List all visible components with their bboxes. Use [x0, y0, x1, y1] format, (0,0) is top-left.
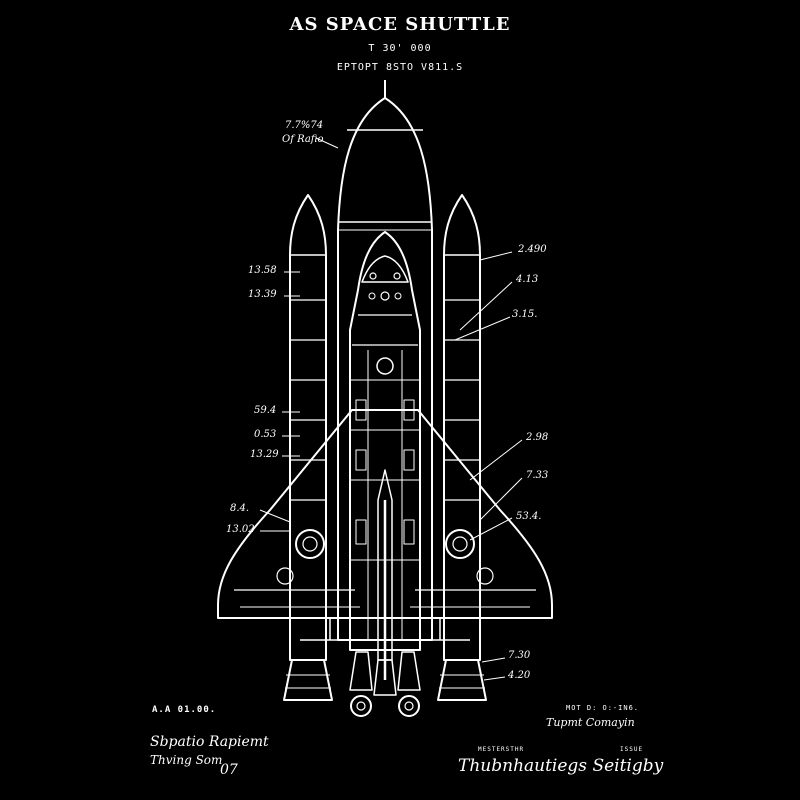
left-wheel: [350, 695, 372, 717]
right-label-2: 4.13: [516, 274, 539, 285]
right-label-7: 7.30: [508, 650, 531, 661]
left-label-7: 13.02: [226, 524, 255, 535]
cockpit-outline: [361, 255, 409, 283]
footer-right-signature-small: Tupmt Comayin: [546, 716, 635, 729]
right-label-5: 7.33: [526, 470, 549, 481]
header-line-2: EPTOPT 8STO V811.S: [336, 62, 464, 73]
footer-right-code: MOT D: O:-IN6.: [566, 704, 640, 712]
top-note-line1: 7.7%74: [285, 120, 324, 131]
right-booster-nozzle: [437, 659, 487, 701]
right-wheel: [398, 695, 420, 717]
left-label-4: 0.53: [254, 429, 277, 440]
right-oms-pod: [445, 529, 475, 559]
right-label-1: 2.490: [518, 244, 547, 255]
footer-left-code: A.A 01.00.: [152, 705, 217, 715]
header-line-1: T 30' 000: [368, 43, 432, 54]
footer-right-caption-a: MESTERSTHR: [478, 746, 525, 753]
vertical-tail: [377, 469, 393, 661]
orbiter-wings: [217, 409, 553, 619]
left-label-2: 13.39: [248, 289, 277, 300]
footer-left-signature-2: Thving Som: [150, 753, 223, 767]
right-label-3: 3.15.: [512, 309, 538, 320]
left-label-3: 59.4: [254, 405, 277, 416]
left-label-5: 13.29: [250, 449, 279, 460]
page-title: AS SPACE SHUTTLE: [289, 14, 511, 35]
left-oms-pod: [295, 529, 325, 559]
right-label-8: 4.20: [508, 670, 531, 681]
top-note-line2: Of Rafio: [282, 134, 324, 145]
footer-right-caption-b: ISSUE: [620, 746, 644, 753]
footer-right-signature-large: Thubnhautiegs Seitigby: [458, 756, 664, 776]
orbiter-engine-left: [349, 651, 373, 691]
orbiter-engine-right: [397, 651, 421, 691]
left-booster-nozzle: [283, 659, 333, 701]
left-label-6: 8.4.: [230, 503, 250, 514]
right-label-4: 2.98: [526, 432, 549, 443]
footer-left-signature-3: 07: [220, 762, 238, 778]
footer-left-signature-1: Sbpatio Rapiemt: [150, 734, 269, 750]
orbiter-engine-center: [373, 659, 397, 696]
right-label-6: 53.4.: [516, 511, 542, 522]
left-label-1: 13.58: [248, 265, 277, 276]
